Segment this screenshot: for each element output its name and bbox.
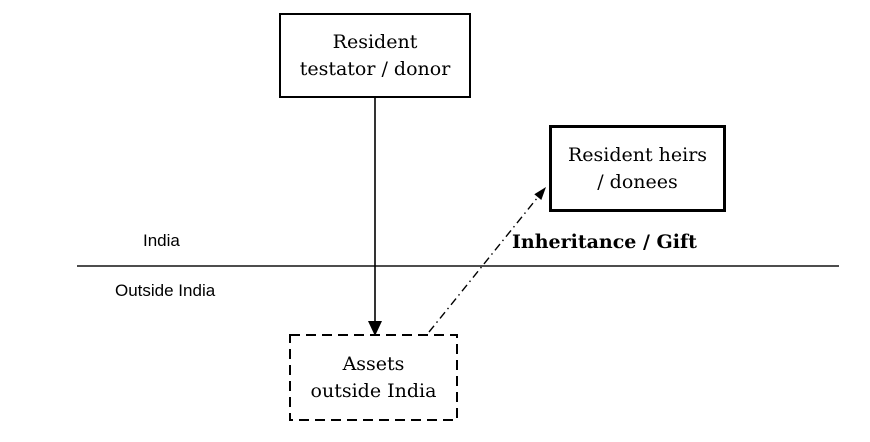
assets-box-dashed-border	[289, 334, 458, 421]
heirs-donees-box: Resident heirs / donees	[549, 125, 726, 212]
assets-to-heirs-arrowhead	[534, 187, 546, 200]
outside-india-label: Outside India	[115, 281, 216, 300]
assets-box-line2: outside India	[310, 379, 437, 402]
india-label: India	[143, 231, 180, 250]
heirs-donees-box-line1: Resident heirs	[567, 143, 708, 166]
testator-donor-box-line2: testator / donor	[299, 57, 451, 80]
assets-outside-india-box: Assets outside India	[291, 336, 456, 419]
inheritance-gift-label: Inheritance / Gift	[512, 231, 697, 253]
testator-to-assets-arrowhead	[368, 321, 382, 336]
assets-box-line1: Assets	[342, 352, 405, 375]
testator-donor-box: Resident testator / donor	[279, 13, 471, 98]
heirs-donees-box-line2: / donees	[597, 170, 678, 193]
assets-to-heirs-arrow-line	[428, 196, 539, 333]
testator-donor-box-line1: Resident	[332, 30, 418, 53]
